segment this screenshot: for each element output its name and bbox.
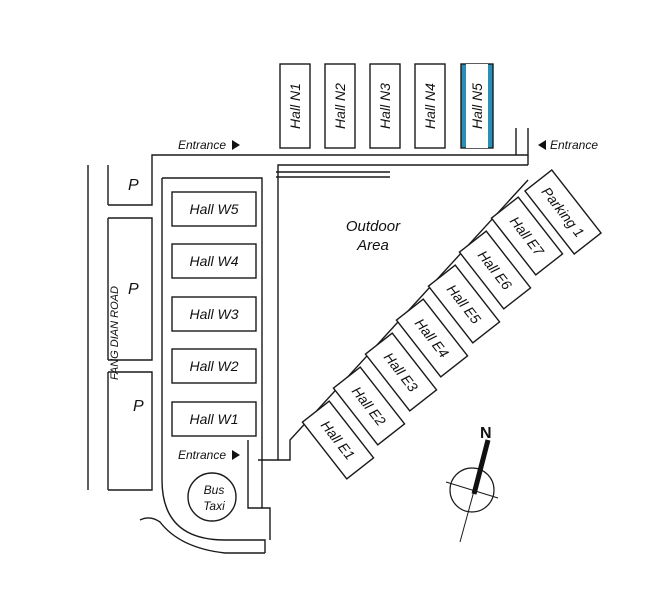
west-corridor-outer (161, 178, 266, 553)
bus-taxi-stop[interactable]: Bus Taxi (187, 472, 237, 522)
hall-n3[interactable]: Hall N3 (369, 63, 401, 149)
parking-bottom-outline (108, 371, 153, 491)
arrow-right-icon (232, 140, 240, 150)
hall-n2-label: Hall N2 (332, 83, 348, 129)
hall-w1-label: Hall W1 (189, 411, 238, 427)
hall-w1[interactable]: Hall W1 (171, 401, 257, 437)
parking-label-bottom: P (133, 398, 144, 415)
bus-label: Bus (204, 483, 225, 497)
entrance-north-west[interactable]: Entrance (178, 138, 240, 152)
outdoor-label-1: Outdoor (346, 218, 401, 235)
halls-west: Hall W5 Hall W4 Hall W3 Hall W2 Hall W1 (171, 191, 257, 437)
hall-w5-label: Hall W5 (189, 201, 238, 217)
north-arrow: N (445, 425, 499, 543)
entrance-north-east-label: Entrance (550, 138, 598, 152)
hall-w4[interactable]: Hall W4 (171, 243, 257, 279)
inner-north-west-boundary (258, 164, 528, 461)
hall-n2[interactable]: Hall N2 (324, 63, 356, 149)
entrance-north-west-label: Entrance (178, 138, 226, 152)
parking-label-top: P (128, 177, 139, 194)
entrance-north-east[interactable]: Entrance (538, 138, 598, 152)
bus-loop-curve (139, 517, 265, 554)
entrance-west-label: Entrance (178, 448, 226, 462)
hall-w2-label: Hall W2 (189, 358, 238, 374)
hall-n4[interactable]: Hall N4 (414, 63, 446, 149)
hall-w3[interactable]: Hall W3 (171, 296, 257, 332)
halls-north: Hall N1 Hall N2 Hall N3 Hall N4 Hall N5 (279, 63, 494, 149)
road-label: FANG DIAN ROAD (109, 286, 121, 380)
parking-label-mid: P (128, 281, 139, 298)
outdoor-label-2: Area (356, 237, 389, 254)
parking-top-outline (108, 165, 153, 206)
arrow-left-icon (538, 140, 546, 150)
hall-n5-label: Hall N5 (469, 83, 485, 129)
hall-w5[interactable]: Hall W5 (171, 191, 257, 227)
parking-mid-outline (108, 217, 153, 361)
compass-needle-icon (471, 439, 491, 495)
compass-circle (449, 467, 495, 513)
hall-n3-label: Hall N3 (377, 83, 393, 129)
compass-cross-line (445, 481, 499, 499)
parking-lots: P P P (108, 165, 153, 491)
north-label: N (480, 425, 492, 442)
north-boundary (151, 128, 529, 165)
halls-east: Hall E1 Hall E2 Hall E3 Hall E4 Hall E5 … (301, 169, 603, 480)
fang-dian-road: FANG DIAN ROAD (87, 165, 121, 490)
hall-n4-label: Hall N4 (422, 83, 438, 129)
venue-boundary (139, 128, 529, 554)
entrance-west[interactable]: Entrance (178, 448, 240, 462)
hall-w3-label: Hall W3 (189, 306, 238, 322)
hall-n1[interactable]: Hall N1 (279, 63, 311, 149)
hall-w2[interactable]: Hall W2 (171, 348, 257, 384)
entrance-passage (247, 440, 262, 509)
taxi-label: Taxi (203, 499, 225, 513)
hall-n5[interactable]: Hall N5 (460, 63, 494, 149)
hall-w4-label: Hall W4 (189, 253, 238, 269)
arrow-right-icon (232, 450, 240, 460)
hall-n1-label: Hall N1 (287, 83, 303, 129)
outdoor-area: Outdoor Area (346, 218, 401, 254)
